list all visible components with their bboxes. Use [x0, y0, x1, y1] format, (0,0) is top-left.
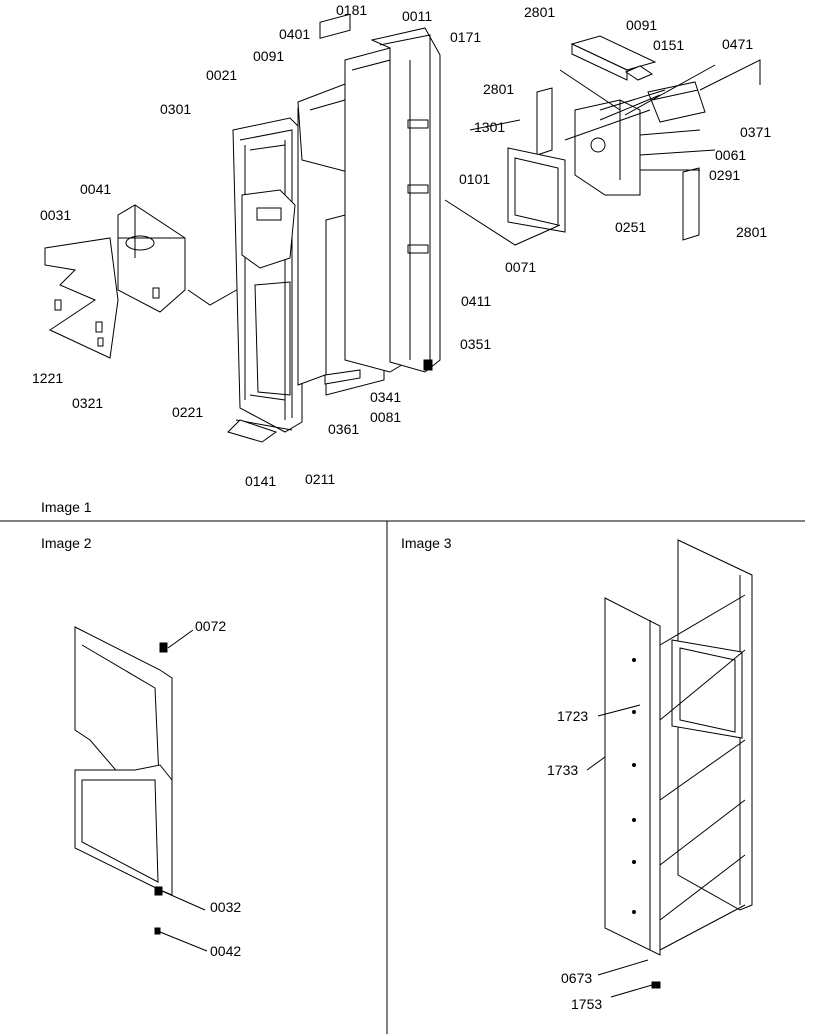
callout-0321: 0321: [72, 395, 103, 411]
callout-0221: 0221: [172, 404, 203, 420]
callout-0081: 0081: [370, 409, 401, 425]
callout-1221: 1221: [32, 370, 63, 386]
callout-0141: 0141: [245, 473, 276, 489]
callout-0031: 0031: [40, 207, 71, 223]
callout-1733: 1733: [547, 762, 578, 778]
part-2801-block-left: [536, 87, 553, 156]
callout-0371: 0371: [740, 124, 771, 140]
part-2801-block-top: [570, 35, 657, 81]
part-0091-block: [624, 65, 654, 81]
callout-0171: 0171: [450, 29, 481, 45]
part-0071-frame: [507, 147, 566, 233]
callout-1753: 1753: [571, 996, 602, 1012]
callout-0291: 0291: [709, 167, 740, 183]
callout-2801-right: 2801: [736, 224, 767, 240]
callout-0072: 0072: [195, 618, 226, 634]
part-0151-bracket: [647, 81, 706, 123]
image-1-exploded-view: [44, 13, 761, 443]
callout-0411: 0411: [461, 293, 491, 309]
callout-0042: 0042: [210, 943, 241, 959]
callout-0211: 0211: [305, 471, 335, 487]
image-3-labels: 1723 1733 0673 1753: [547, 708, 602, 1012]
callout-1301: 1301: [474, 119, 505, 135]
callout-0021: 0021: [206, 67, 237, 83]
callout-0091-right: 0091: [626, 17, 657, 33]
callout-0101: 0101: [459, 171, 490, 187]
part-2801-block-right: [682, 167, 700, 241]
callout-0401: 0401: [279, 26, 310, 42]
callout-0181: 0181: [336, 2, 367, 18]
caption-image-2: Image 2: [41, 535, 92, 551]
callout-0673: 0673: [561, 970, 592, 986]
image-2-labels: 0072 0032 0042: [195, 618, 241, 959]
part-0031-panel: [44, 237, 119, 359]
part-0351-clip: [423, 359, 433, 371]
image-1-labels: 0181 0011 0171 0401 0091 0021 0301 1301 …: [32, 2, 771, 489]
callout-2801-left: 2801: [483, 81, 514, 97]
part-0221-frame: [232, 117, 303, 433]
callout-1723: 1723: [557, 708, 588, 724]
image-1-leader-lines: [444, 59, 761, 246]
callout-0041: 0041: [80, 181, 111, 197]
callout-0091: 0091: [253, 48, 284, 64]
part-0251-box: [574, 99, 641, 196]
part-0141-bottom: [227, 419, 278, 443]
image-3-door-assembly: [586, 539, 753, 998]
part-0041-housing: [117, 204, 241, 313]
callout-0301: 0301: [160, 101, 191, 117]
callout-0251: 0251: [615, 219, 646, 235]
callout-0351: 0351: [460, 336, 491, 352]
image-2-door-frame: [74, 626, 208, 952]
callout-0341: 0341: [370, 389, 401, 405]
callout-0361: 0361: [328, 421, 359, 437]
caption-image-1: Image 1: [41, 499, 92, 515]
callout-0061: 0061: [715, 147, 746, 163]
part-0361-strip: [324, 369, 361, 385]
callout-2801-top: 2801: [524, 4, 555, 20]
callout-0151: 0151: [653, 37, 684, 53]
callout-0032: 0032: [210, 899, 241, 915]
callout-0011: 0011: [402, 8, 432, 24]
caption-image-3: Image 3: [401, 535, 452, 551]
callout-0471: 0471: [722, 36, 753, 52]
callout-0071: 0071: [505, 259, 536, 275]
